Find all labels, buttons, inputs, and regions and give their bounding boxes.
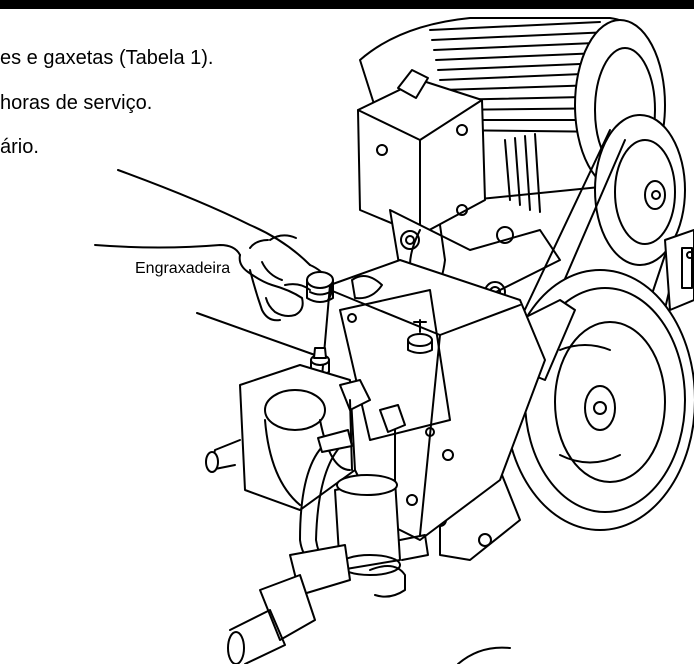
callout-leader-line: [197, 313, 315, 355]
hand-illustration: [95, 170, 332, 320]
housing-screw: [352, 276, 382, 298]
instruction-line-1: es e gaxetas (Tabela 1).: [0, 47, 214, 69]
motor-pulley: [595, 115, 685, 265]
partial-arc: [458, 648, 510, 664]
instruction-line-3: ário.: [0, 136, 39, 158]
motor-terminal-box: [358, 70, 485, 235]
instruction-line-2: horas de serviço.: [0, 92, 153, 114]
oil-cap-icon: [307, 272, 333, 302]
top-border-bar: [0, 0, 694, 9]
pump-pulley: [505, 270, 694, 530]
grease-fitting-label: Engraxadeira: [135, 260, 231, 277]
inlet-fitting: [228, 545, 405, 664]
